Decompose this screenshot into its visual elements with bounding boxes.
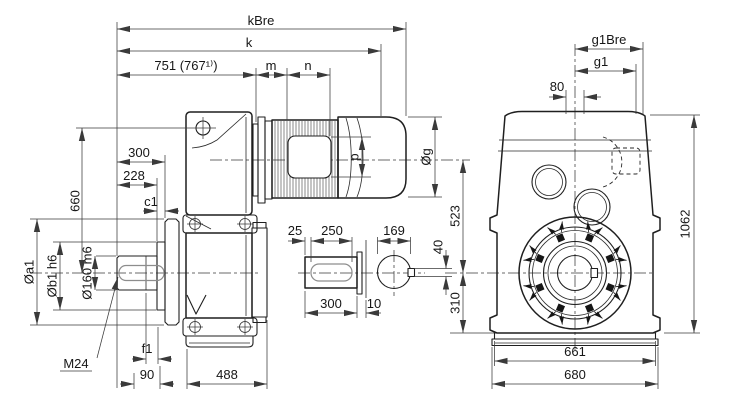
bore-keyway <box>590 267 599 279</box>
dim-250: 250 <box>321 223 343 238</box>
dimensions-side-view: kBre k 751 (767¹⁾) m n 300 228 c1 660 Øa… <box>21 13 442 389</box>
flange-bolts <box>523 221 627 325</box>
vent-position-mark-icon <box>76 117 216 139</box>
dim-300-shaft: 300 <box>320 296 342 311</box>
dim-g1bre: g1Bre <box>592 32 627 47</box>
dim-f1: f1 <box>142 341 153 356</box>
dim-90: 90 <box>140 367 154 382</box>
dim-661: 661 <box>564 344 586 359</box>
side-view-output-hub <box>116 218 180 326</box>
side-view-housing <box>76 111 268 348</box>
dim-228: 228 <box>123 168 145 183</box>
dim-751: 751 (767¹⁾) <box>154 58 217 73</box>
bolt-mark-icon <box>187 319 253 335</box>
dim-o160-m6: Ø160 m6 <box>79 246 94 299</box>
shaft-end-detail <box>304 240 416 298</box>
terminal-box <box>287 135 332 179</box>
output-flange <box>518 216 632 330</box>
key-notch <box>407 267 416 278</box>
dim-1062: 1062 <box>677 210 692 239</box>
dimensions-front-view: g1Bre g1 80 523 310 1062 661 680 <box>447 32 700 389</box>
dim-kbre: kBre <box>248 13 275 28</box>
dim-k: k <box>246 35 253 50</box>
dim-680: 680 <box>564 367 586 382</box>
dim-40: 40 <box>430 240 445 254</box>
dim-25: 25 <box>288 223 302 238</box>
dim-523: 523 <box>447 205 462 227</box>
dim-oa1: Øa1 <box>21 260 36 285</box>
dim-m: m <box>266 58 277 73</box>
dim-p: p <box>346 153 361 160</box>
dim-og: Øg <box>418 148 433 165</box>
side-view-motor <box>252 116 407 204</box>
dim-310: 310 <box>447 292 462 314</box>
hollow-shaft-keyway <box>118 264 165 282</box>
dim-ob1-h6: Øb1 h6 <box>44 255 59 298</box>
dim-80: 80 <box>550 79 564 94</box>
dim-g1: g1 <box>594 54 608 69</box>
dim-488: 488 <box>216 367 238 382</box>
label-m24: M24 <box>63 356 88 371</box>
hidden-boss-detail <box>602 136 641 188</box>
dim-169: 169 <box>383 223 405 238</box>
front-view-housing <box>489 90 661 347</box>
dim-660: 660 <box>67 190 82 212</box>
bolt-mark-icon <box>187 216 253 232</box>
dim-n: n <box>304 58 311 73</box>
dim-300-left: 300 <box>128 145 150 160</box>
dim-c1: c1 <box>144 194 158 209</box>
dimensions-shaft-detail: 25 250 300 10 169 40 <box>288 223 452 318</box>
dim-10: 10 <box>367 296 381 311</box>
fan-cowl <box>337 116 407 199</box>
